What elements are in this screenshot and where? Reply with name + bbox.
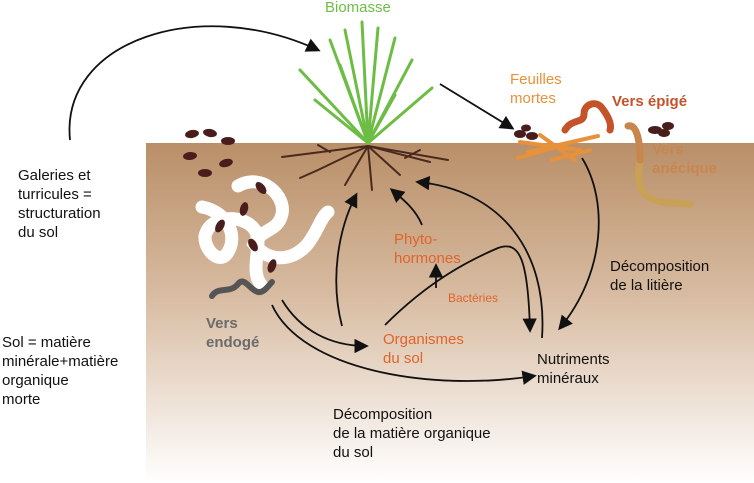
anecique-eggs-icon xyxy=(648,122,674,137)
label-organismes-du-sol: Organismes du sol xyxy=(383,331,464,367)
label-vers-epige: Vers épigé xyxy=(612,93,688,110)
arrow-endoge-to-decomposition xyxy=(271,304,537,385)
label-sol-definition: Sol = matière minérale+matière organique… xyxy=(2,334,119,408)
turricules-icon xyxy=(183,128,235,177)
anecique-worm-tail-icon xyxy=(635,156,694,208)
label-vers-endoge: Vers endogé xyxy=(206,315,260,351)
roots-icon xyxy=(281,144,449,191)
arrow-endoge-to-organismes xyxy=(281,299,369,354)
flow-arrows xyxy=(68,25,600,385)
epige-worm-icon xyxy=(561,100,614,134)
label-bacteries: Bactéries xyxy=(448,291,499,305)
label-phytohormones: Phyto- hormones xyxy=(394,231,461,267)
arrow-galeries-to-biomasse xyxy=(68,25,321,141)
label-decomposition-matiere-organique: Décomposition de la matière organique du… xyxy=(333,406,491,461)
endoge-eggs-icon xyxy=(215,182,277,273)
arrow-litiere-to-nutriments xyxy=(558,157,600,331)
label-feuilles-mortes: Feuilles mortes xyxy=(510,71,562,107)
label-vers-anecique: Vers anécique xyxy=(652,141,718,177)
biomass-grass-icon xyxy=(298,20,434,145)
arrow-organismes-to-roots xyxy=(335,192,358,327)
leaf-litter-icon xyxy=(516,133,600,162)
litter-eggs-icon xyxy=(514,124,538,140)
label-galeries: Galeries et turricules = structuration d… xyxy=(18,167,101,241)
label-decomposition-litiere: Décomposition de la litière xyxy=(610,258,710,294)
arrow-nutriments-to-roots xyxy=(415,175,544,339)
arrow-phyto-to-roots xyxy=(389,188,423,226)
anecique-worm-icon xyxy=(624,122,644,164)
label-biomasse: Biomasse xyxy=(325,0,391,16)
label-nutriments-mineraux: Nutriments minéraux xyxy=(537,351,610,387)
arrow-biomasse-to-feuilles xyxy=(439,83,515,130)
endoge-worm-icon xyxy=(209,278,275,299)
arrow-organismes-to-nutriments xyxy=(384,245,537,333)
